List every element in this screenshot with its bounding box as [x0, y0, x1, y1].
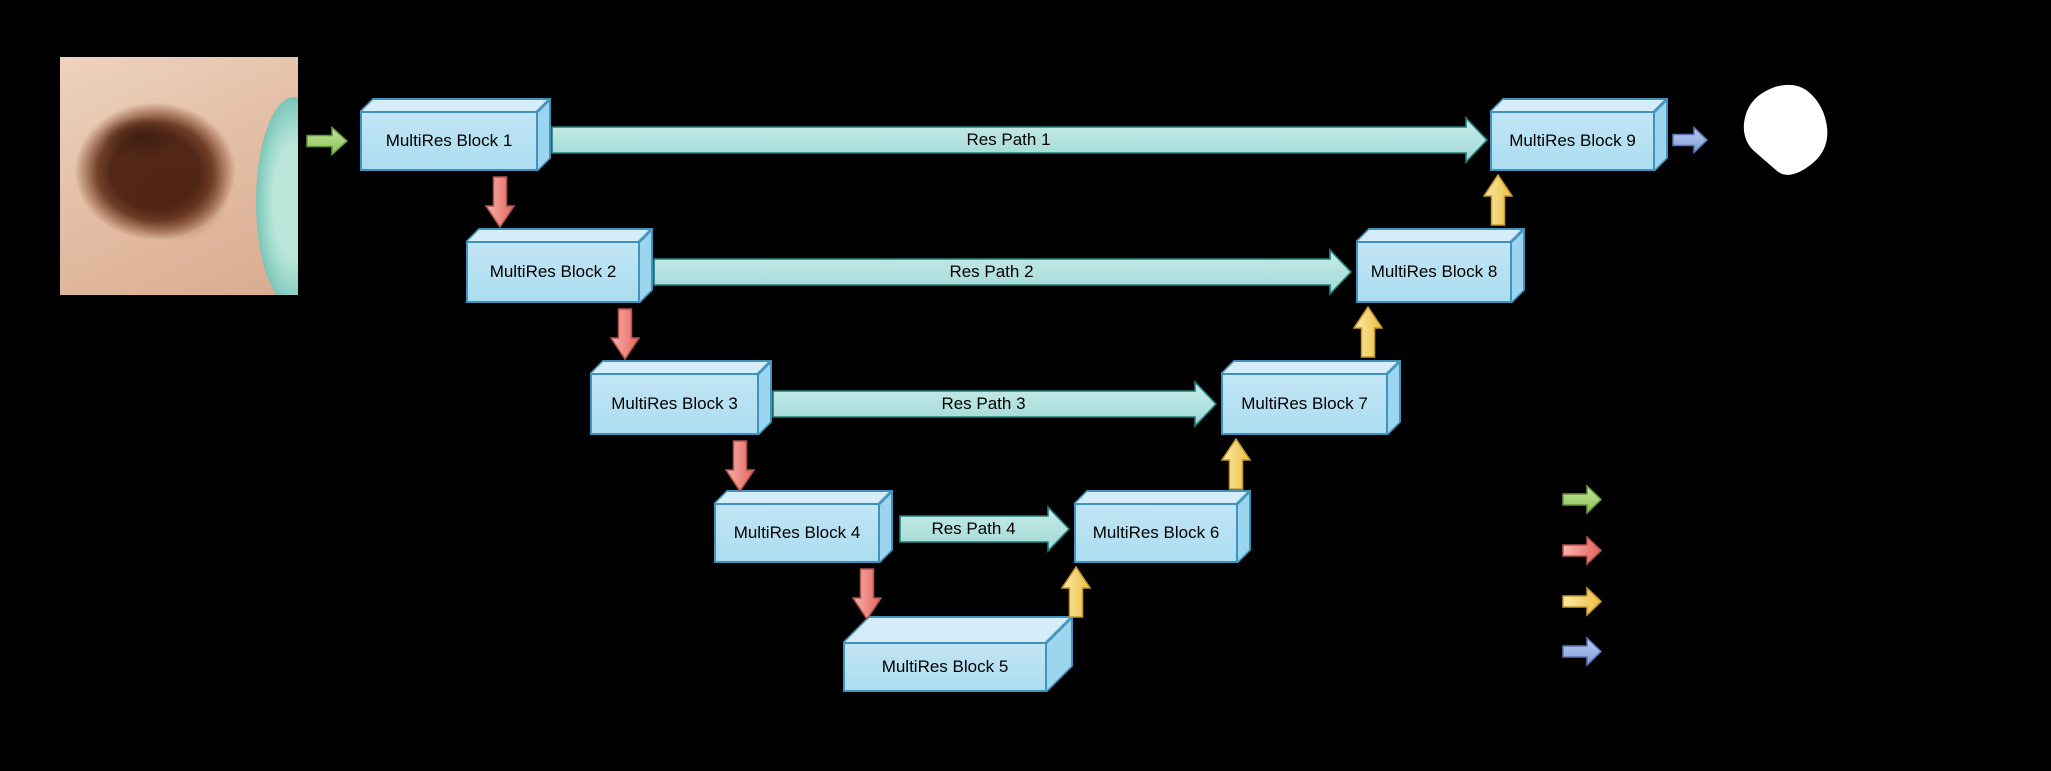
legend-green-right-arrow-icon [1562, 484, 1602, 515]
block-label: MultiRes Block 3 [611, 394, 738, 413]
res-path-label: Res Path 1 [966, 130, 1051, 149]
teal-sticker-shape [256, 97, 298, 295]
res-path-label: Res Path 4 [931, 519, 1016, 538]
multires-block-4: MultiRes Block 4 [714, 503, 880, 563]
downsample-arrow-icon [852, 568, 882, 620]
legend-red-right-arrow-icon [1562, 535, 1602, 566]
multires-block-2: MultiRes Block 2 [466, 241, 640, 303]
multires-block-1: MultiRes Block 1 [360, 111, 538, 171]
multires-block-5: MultiRes Block 5 [843, 642, 1047, 692]
legend-yellow-right-arrow-icon [1562, 586, 1602, 617]
res-path-3-arrow: Res Path 3 [772, 380, 1218, 428]
upsample-arrow-icon [1353, 306, 1383, 358]
multires-block-9: MultiRes Block 9 [1490, 111, 1655, 171]
output-arrow-icon [1672, 126, 1708, 154]
res-path-label: Res Path 2 [949, 262, 1034, 281]
block-label: MultiRes Block 9 [1509, 131, 1636, 150]
block-label: MultiRes Block 5 [881, 657, 1009, 676]
block-label: MultiRes Block 6 [1092, 523, 1220, 542]
upsample-arrow-icon [1483, 174, 1513, 226]
multires-block-8: MultiRes Block 8 [1356, 241, 1512, 303]
res-path-2-arrow: Res Path 2 [653, 248, 1353, 296]
block-label: MultiRes Block 7 [1241, 394, 1368, 413]
downsample-arrow-icon [485, 176, 515, 228]
res-path-1-arrow: Res Path 1 [551, 116, 1489, 164]
downsample-arrow-icon [725, 440, 755, 492]
res-path-4-arrow: Res Path 4 [899, 505, 1071, 553]
downsample-arrow-icon [610, 308, 640, 360]
res-path-label: Res Path 3 [941, 394, 1026, 413]
upsample-arrow-icon [1061, 566, 1091, 618]
multires-block-6: MultiRes Block 6 [1074, 503, 1238, 563]
block-label: MultiRes Block 2 [489, 262, 617, 281]
block-label: MultiRes Block 1 [385, 131, 513, 150]
legend [1562, 484, 1602, 667]
multires-block-7: MultiRes Block 7 [1221, 373, 1388, 435]
input-arrow-icon [306, 126, 348, 156]
block-label: MultiRes Block 8 [1370, 262, 1498, 281]
block-label: MultiRes Block 4 [733, 523, 861, 542]
upsample-arrow-icon [1221, 438, 1251, 490]
input-skin-lesion-image [60, 57, 298, 295]
output-mask-image [1743, 84, 1828, 175]
multires-block-3: MultiRes Block 3 [590, 373, 759, 435]
legend-blue-right-arrow-icon [1562, 636, 1602, 667]
